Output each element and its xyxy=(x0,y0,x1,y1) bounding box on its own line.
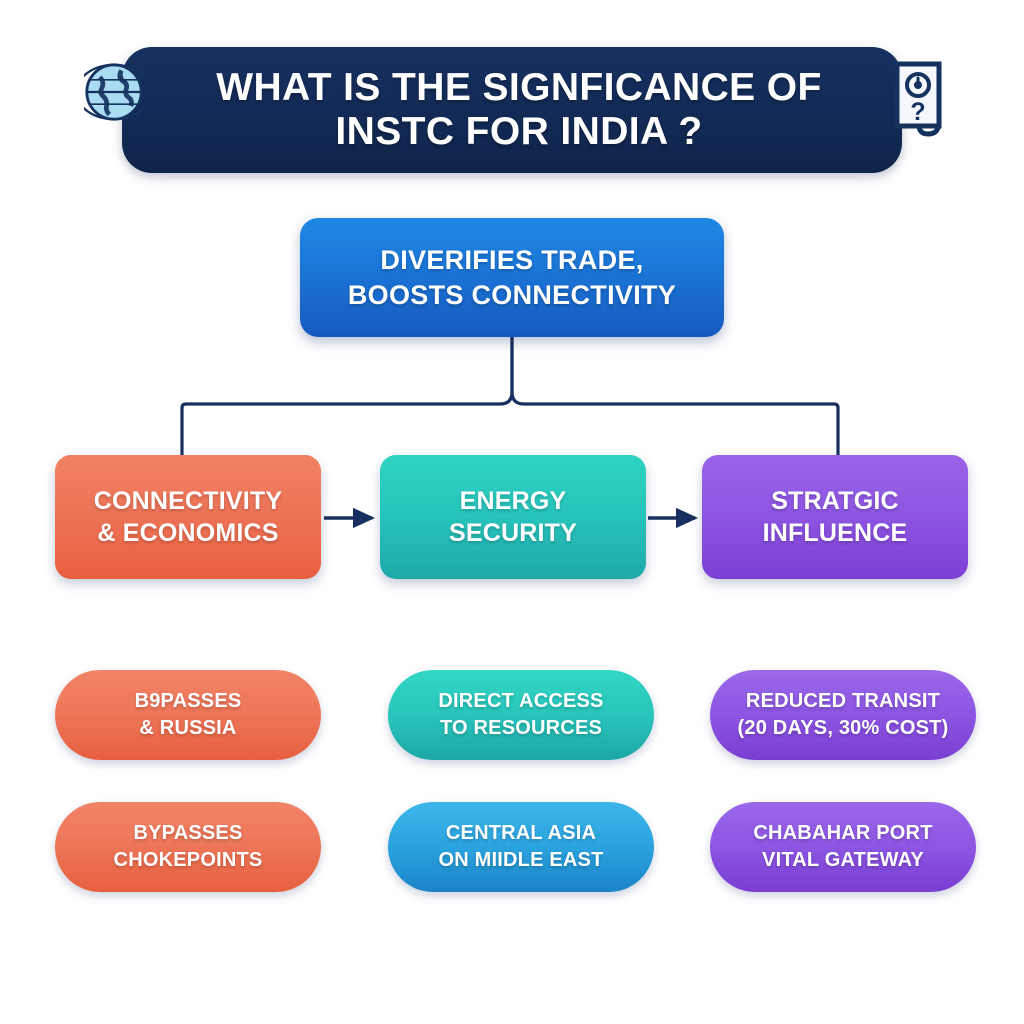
svg-text:?: ? xyxy=(910,98,925,126)
detail-pill-bypasses-chokepoints[interactable]: BYPASSES CHOKEPOINTS xyxy=(55,802,321,892)
detail-pill-label: BYPASSES CHOKEPOINTS xyxy=(113,822,263,871)
detail-pill-direct-access-resources[interactable]: DIRECT ACCESS TO RESOURCES xyxy=(388,670,654,760)
detail-pill-reduced-transit[interactable]: REDUCED TRANSIT (20 DAYS, 30% COST) xyxy=(710,670,976,760)
main-outcome-label: DIVERIFIES TRADE, BOOSTS CONNECTIVITY xyxy=(347,244,677,310)
tree-connector-lines xyxy=(180,332,840,462)
category-flow-arrows xyxy=(324,507,699,529)
category-node-connectivity-economics[interactable]: CONNECTIVITY & ECONOMICS xyxy=(55,455,321,579)
main-outcome-node[interactable]: DIVERIFIES TRADE, BOOSTS CONNECTIVITY xyxy=(300,218,724,337)
title-banner: WHAT IS THE SIGNFICANCE OF INSTC FOR IND… xyxy=(122,47,902,173)
question-card-icon: ? xyxy=(894,61,942,137)
category-label: CONNECTIVITY & ECONOMICS xyxy=(93,486,283,548)
category-node-strategic-influence[interactable]: STRATGIC INFLUENCE xyxy=(702,455,968,579)
category-label: STRATGIC INFLUENCE xyxy=(762,486,908,548)
page-title: WHAT IS THE SIGNFICANCE OF INSTC FOR IND… xyxy=(216,65,822,153)
detail-pill-label: B9PASSES & RUSSIA xyxy=(134,690,242,739)
globe-icon xyxy=(84,63,144,121)
detail-pill-label: REDUCED TRANSIT (20 DAYS, 30% COST) xyxy=(737,690,949,739)
category-label: ENERGY SECURITY xyxy=(448,486,577,548)
category-node-energy-security[interactable]: ENERGY SECURITY xyxy=(380,455,646,579)
detail-pill-central-asia-middle-east[interactable]: CENTRAL ASIA ON MIIDLE EAST xyxy=(388,802,654,892)
detail-pill-label: CENTRAL ASIA ON MIIDLE EAST xyxy=(438,822,604,871)
detail-pill-chabahar-port[interactable]: CHABAHAR PORT VITAL GATEWAY xyxy=(710,802,976,892)
detail-pill-bypasses-russia[interactable]: B9PASSES & RUSSIA xyxy=(55,670,321,760)
detail-pill-label: DIRECT ACCESS TO RESOURCES xyxy=(438,690,604,739)
detail-pill-label: CHABAHAR PORT VITAL GATEWAY xyxy=(753,822,933,871)
